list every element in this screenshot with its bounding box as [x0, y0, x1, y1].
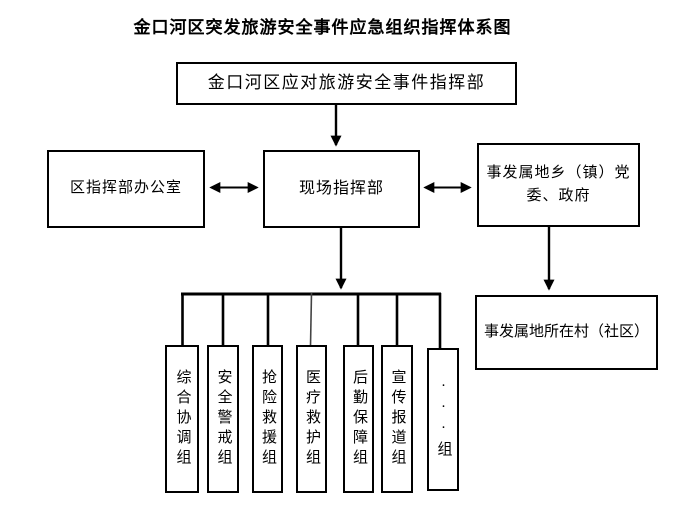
node-township: 事发属地乡（镇）党委、政府	[477, 143, 640, 227]
node-group-coordination-label: 综合协调组	[174, 369, 191, 469]
node-group-publicity: 宣传报道组	[381, 345, 413, 493]
node-field-command: 现场指挥部	[263, 150, 420, 228]
node-group-coordination: 综合协调组	[165, 345, 199, 493]
node-group-medical: 医疗救护组	[296, 345, 327, 493]
node-office: 区指挥部办公室	[47, 150, 205, 228]
node-township-label: 事发属地乡（镇）党委、政府	[486, 164, 631, 204]
node-group-rescue: 抢险救援组	[252, 345, 283, 493]
node-office-label: 区指挥部办公室	[69, 180, 182, 197]
fanout-drop-4	[309, 292, 313, 347]
node-group-publicity-label: 宣传报道组	[389, 369, 406, 469]
node-group-rescue-label: 抢险救援组	[260, 369, 276, 469]
node-group-logistics-label: 后勤保障组	[351, 369, 367, 469]
chart-title: 金口河区突发旅游安全事件应急组织指挥体系图	[133, 18, 512, 37]
node-group-logistics: 后勤保障组	[343, 345, 374, 493]
node-field-command-label: 现场指挥部	[298, 179, 384, 197]
node-headquarters: 金口河区应对旅游安全事件指挥部	[176, 62, 517, 105]
node-group-medical-label: 医疗救护组	[304, 369, 320, 469]
node-group-other: ···组	[427, 348, 459, 491]
node-group-other-label: ···组	[435, 378, 452, 461]
node-group-security: 安全警戒组	[207, 345, 239, 493]
node-headquarters-label: 金口河区应对旅游安全事件指挥部	[207, 73, 486, 93]
node-village-label: 事发属地所在村（社区）	[483, 323, 649, 340]
node-village: 事发属地所在村（社区）	[475, 295, 658, 370]
node-group-security-label: 安全警戒组	[215, 369, 232, 469]
